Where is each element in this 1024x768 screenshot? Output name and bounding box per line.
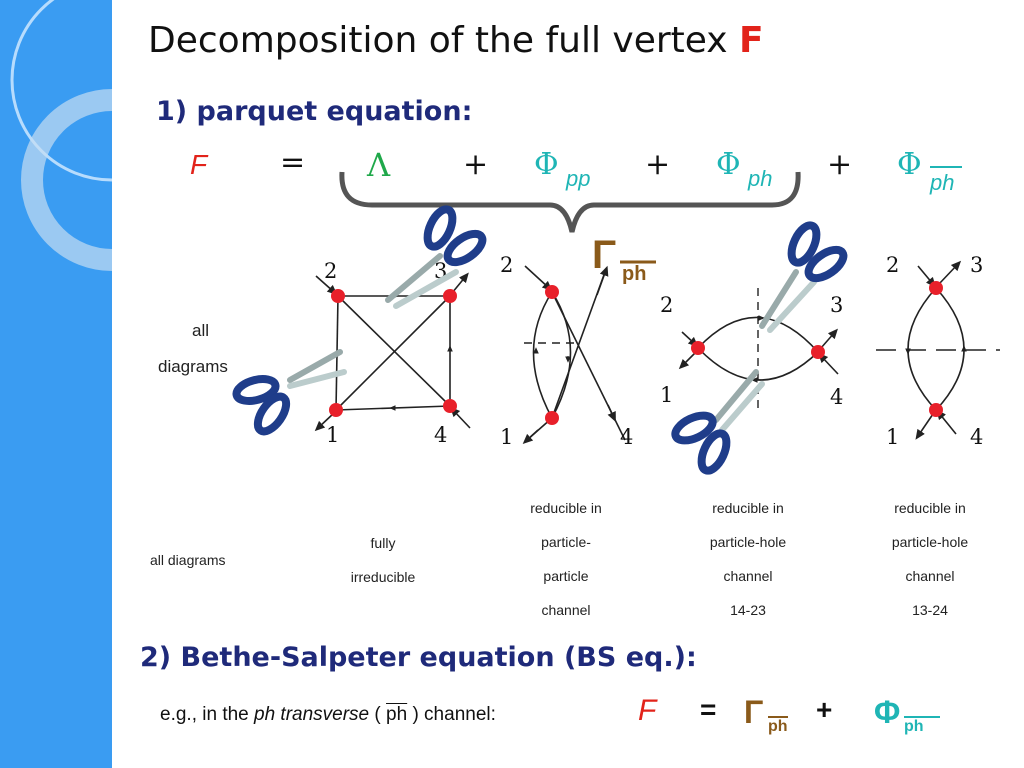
eq-phi-ph: Φ — [716, 147, 741, 182]
diagram-reducible-ph: 2 1 3 4 — [660, 288, 843, 410]
ph-vertex-label-2: 2 — [660, 293, 673, 317]
vertex-label-1: 1 — [326, 423, 339, 447]
eq-phi-pp-sub: pp — [565, 166, 590, 191]
ph-vertex-label-4: 4 — [830, 385, 843, 409]
eq-equals: = — [280, 145, 305, 180]
phbar-vertex-label-3: 3 — [970, 253, 983, 277]
sidebar-circles — [10, 0, 112, 271]
pp-vertex-label-2: 2 — [500, 253, 513, 277]
bs-plus: + — [816, 694, 833, 725]
brace-gamma: Γ — [592, 233, 616, 277]
scissors-icon — [671, 369, 765, 475]
scissors-icon — [232, 349, 347, 436]
parquet-diagram: F = Λ + Φ pp + Φ ph + Φ ph Γ ph all diag… — [158, 145, 1000, 475]
eq-plus-1: + — [463, 147, 488, 182]
bs-phi: Φ — [874, 694, 901, 730]
diagram-fully-irreducible: 2 3 1 4 — [314, 259, 471, 447]
curly-brace — [339, 171, 801, 233]
diagram-reducible-phbar: 2 3 1 4 — [876, 253, 1000, 449]
ph-vertex-label-3: 3 — [830, 293, 843, 317]
eq-lhs-F: F — [190, 149, 209, 180]
section-2-heading: 2) Bethe-Salpeter equation (BS eq.): — [140, 642, 697, 673]
pp-vertex-label-4: 4 — [620, 425, 633, 449]
bs-example-text: e.g., in the ph transverse ( ph ) channe… — [160, 704, 496, 725]
bs-gamma: Γ — [744, 694, 764, 730]
eq-plus-2: + — [645, 147, 670, 182]
ph-vertex-label-1: 1 — [660, 383, 673, 407]
eq-phi-ph-sub: ph — [747, 166, 772, 191]
sidebar-decoration — [0, 0, 112, 768]
phbar-vertex-label-2: 2 — [886, 253, 899, 277]
eq-plus-3: + — [827, 147, 852, 182]
scissors-icon — [385, 205, 487, 309]
vertex-label-4: 4 — [434, 423, 447, 447]
scissors-icon — [759, 221, 848, 333]
row-label-all: all — [192, 321, 209, 340]
eq-lambda: Λ — [366, 146, 391, 184]
eq-phi-phbar: Φ — [897, 147, 922, 182]
eq-phi-pp: Φ — [534, 147, 559, 182]
diagram-reducible-pp: 2 1 4 — [500, 253, 633, 449]
page-title: Decomposition of the full vertex F — [148, 20, 764, 61]
caption-all-diagrams: all diagrams — [150, 552, 226, 568]
brace-gamma-sub: ph — [622, 263, 646, 285]
bs-phi-sub: ph — [904, 716, 940, 736]
row-label-diagrams: diagrams — [158, 357, 228, 376]
pp-vertex-label-1: 1 — [500, 425, 513, 449]
vertex-label-2: 2 — [324, 259, 337, 283]
parquet-equation: F = Λ + Φ pp + Φ ph + Φ ph — [190, 145, 962, 195]
phbar-vertex-label-4: 4 — [970, 425, 983, 449]
phbar-vertex-label-1: 1 — [886, 425, 899, 449]
bs-equals: = — [700, 694, 717, 725]
bs-F: F — [638, 694, 657, 727]
bs-gamma-sub: ph — [768, 716, 788, 735]
section-1-heading: 1) parquet equation: — [156, 96, 473, 127]
eq-phi-phbar-sub: ph — [929, 170, 954, 195]
